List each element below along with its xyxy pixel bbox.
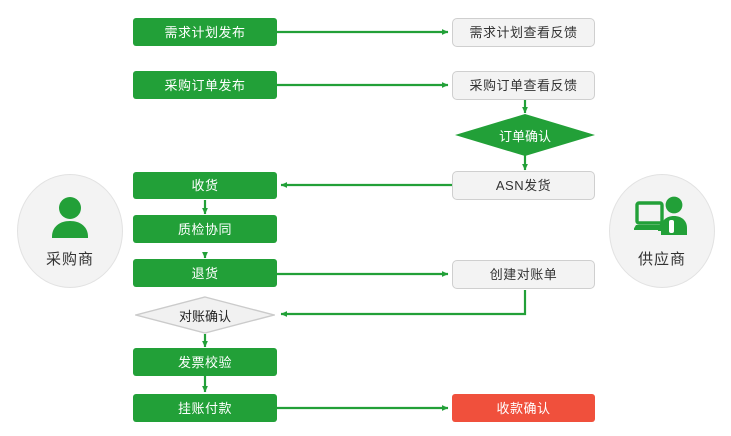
- decision-statement-confirm[interactable]: 对账确认: [135, 296, 275, 334]
- node-receive-goods[interactable]: 收货: [133, 172, 277, 199]
- node-asn-shipment[interactable]: ASN发货: [452, 171, 595, 200]
- diamond-shape-green: [455, 114, 595, 156]
- node-quality-collaboration[interactable]: 质检协同: [133, 215, 277, 243]
- person-at-computer-icon: [633, 194, 690, 246]
- node-create-statement[interactable]: 创建对账单: [452, 260, 595, 289]
- decision-order-confirm[interactable]: 订单确认: [455, 114, 595, 156]
- person-icon: [42, 194, 98, 246]
- node-return-goods[interactable]: 退货: [133, 259, 277, 287]
- node-payment-confirm[interactable]: 收款确认: [452, 394, 595, 422]
- node-accrued-payment[interactable]: 挂账付款: [133, 394, 277, 422]
- node-demand-plan-feedback[interactable]: 需求计划查看反馈: [452, 18, 595, 47]
- role-buyer-label: 采购商: [45, 250, 94, 268]
- decision-order-confirm-label: 订单确认: [498, 128, 551, 144]
- role-buyer: 采购商: [17, 174, 123, 288]
- node-demand-plan-publish[interactable]: 需求计划发布: [133, 18, 277, 46]
- role-supplier-label: 供应商: [637, 250, 686, 268]
- node-purchase-order-feedback[interactable]: 采购订单查看反馈: [452, 71, 595, 100]
- role-supplier: 供应商: [609, 174, 715, 288]
- decision-statement-confirm-label: 对账确认: [178, 308, 231, 324]
- edge-statement-to-confirm: [280, 290, 527, 317]
- node-invoice-verify[interactable]: 发票校验: [133, 348, 277, 376]
- diamond-shape-white: [135, 296, 275, 334]
- node-purchase-order-publish[interactable]: 采购订单发布: [133, 71, 277, 99]
